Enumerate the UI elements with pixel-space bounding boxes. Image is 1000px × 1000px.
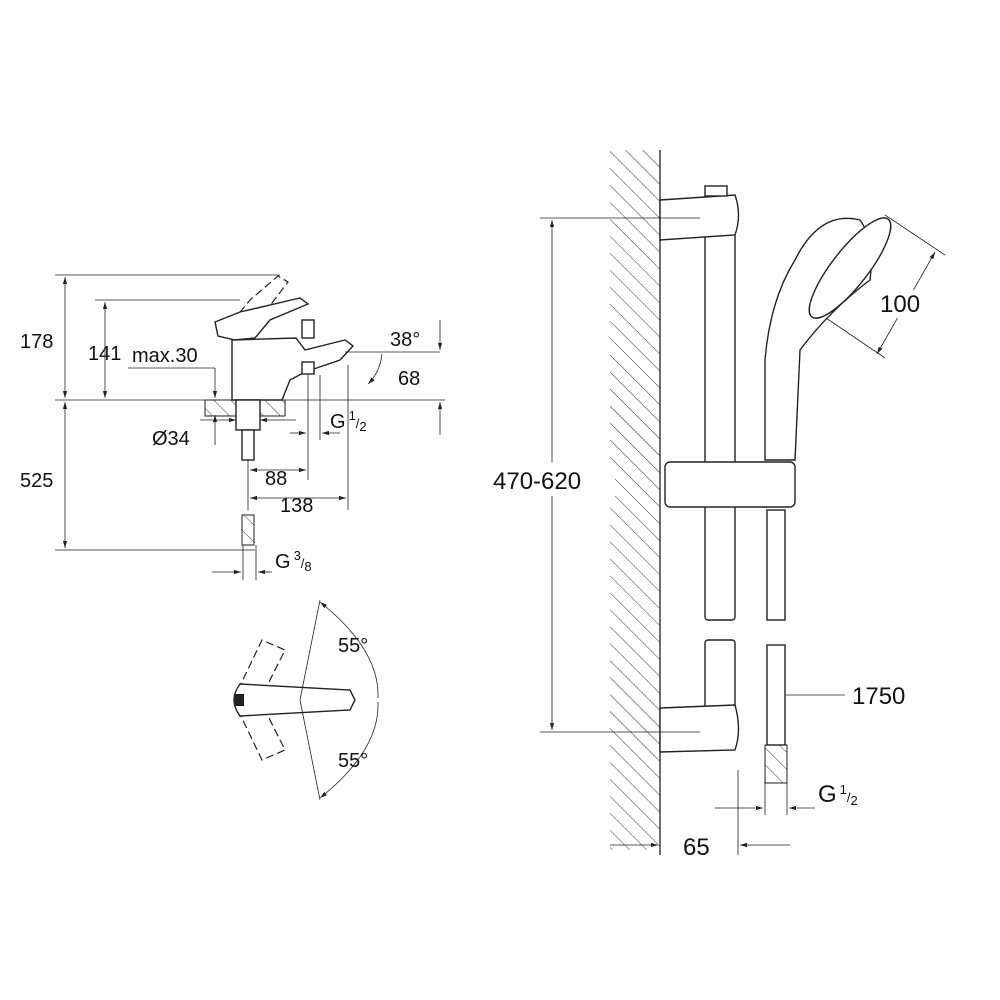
dim-178: 178 — [20, 331, 53, 353]
faucet-top-view: 55° 55° — [233, 599, 379, 801]
dim-diameter-34: Ø34 — [152, 428, 190, 450]
dim-138: 138 — [280, 495, 313, 517]
dim-1750: 1750 — [852, 683, 905, 710]
dim-100: 100 — [880, 291, 920, 318]
dim-angle-38: 38° — [390, 329, 420, 351]
dim-68: 68 — [398, 368, 420, 390]
faucet-side-view: 178 141 max.30 525 Ø34 38° — [20, 274, 445, 580]
dim-470-620: 470-620 — [493, 468, 581, 495]
dim-141: 141 — [88, 343, 121, 365]
dim-525: 525 — [20, 470, 53, 492]
dim-88: 88 — [265, 468, 287, 490]
dim-65: 65 — [683, 834, 710, 861]
angle-lower-55: 55° — [338, 750, 368, 772]
dim-max30: max.30 — [132, 345, 198, 367]
angle-upper-55: 55° — [338, 635, 368, 657]
